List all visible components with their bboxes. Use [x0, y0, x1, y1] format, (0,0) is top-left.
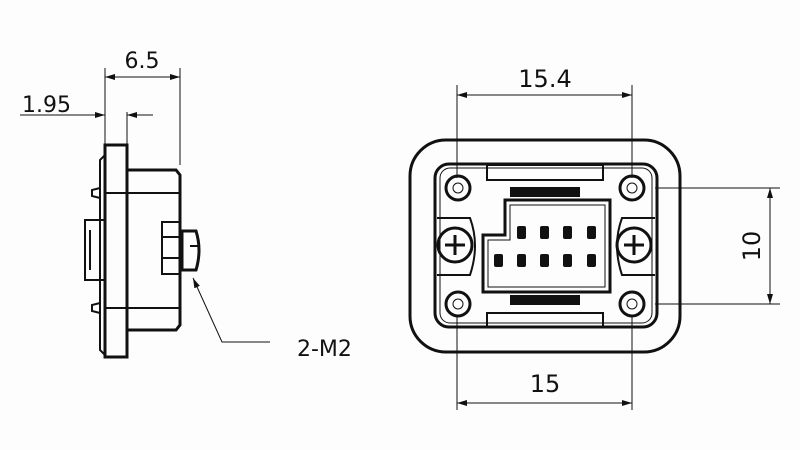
hole-icon	[444, 174, 472, 202]
screw-icon	[615, 226, 653, 264]
connector-housing	[481, 198, 612, 294]
dim-bottom-width-label: 15	[530, 370, 561, 398]
connector-bottom-rib	[510, 295, 580, 305]
screw-head-icon	[180, 229, 201, 272]
connector-top-rib	[510, 187, 580, 197]
flange	[103, 143, 129, 359]
bottom-latch	[486, 312, 604, 328]
screw-nut	[161, 221, 181, 275]
front-view: 15.4 15 10	[408, 65, 780, 410]
screw-callout-label: 2-M2	[297, 337, 352, 362]
connector-pins	[494, 226, 596, 267]
outer-frame	[408, 138, 682, 354]
callout-leader	[192, 277, 270, 343]
side-view: 6.5 1.95 2-M2	[20, 49, 352, 362]
dim-flange-label: 1.95	[22, 93, 71, 118]
hole-icon	[444, 290, 472, 318]
dim-depth-label: 6.5	[125, 49, 160, 74]
top-latch	[486, 164, 604, 181]
hole-icon	[618, 174, 646, 202]
rear-clip	[84, 219, 106, 281]
dim-top-width-label: 15.4	[518, 65, 571, 93]
screw-icon	[436, 226, 474, 264]
hole-icon	[618, 290, 646, 318]
dim-height-label: 10	[738, 231, 766, 262]
